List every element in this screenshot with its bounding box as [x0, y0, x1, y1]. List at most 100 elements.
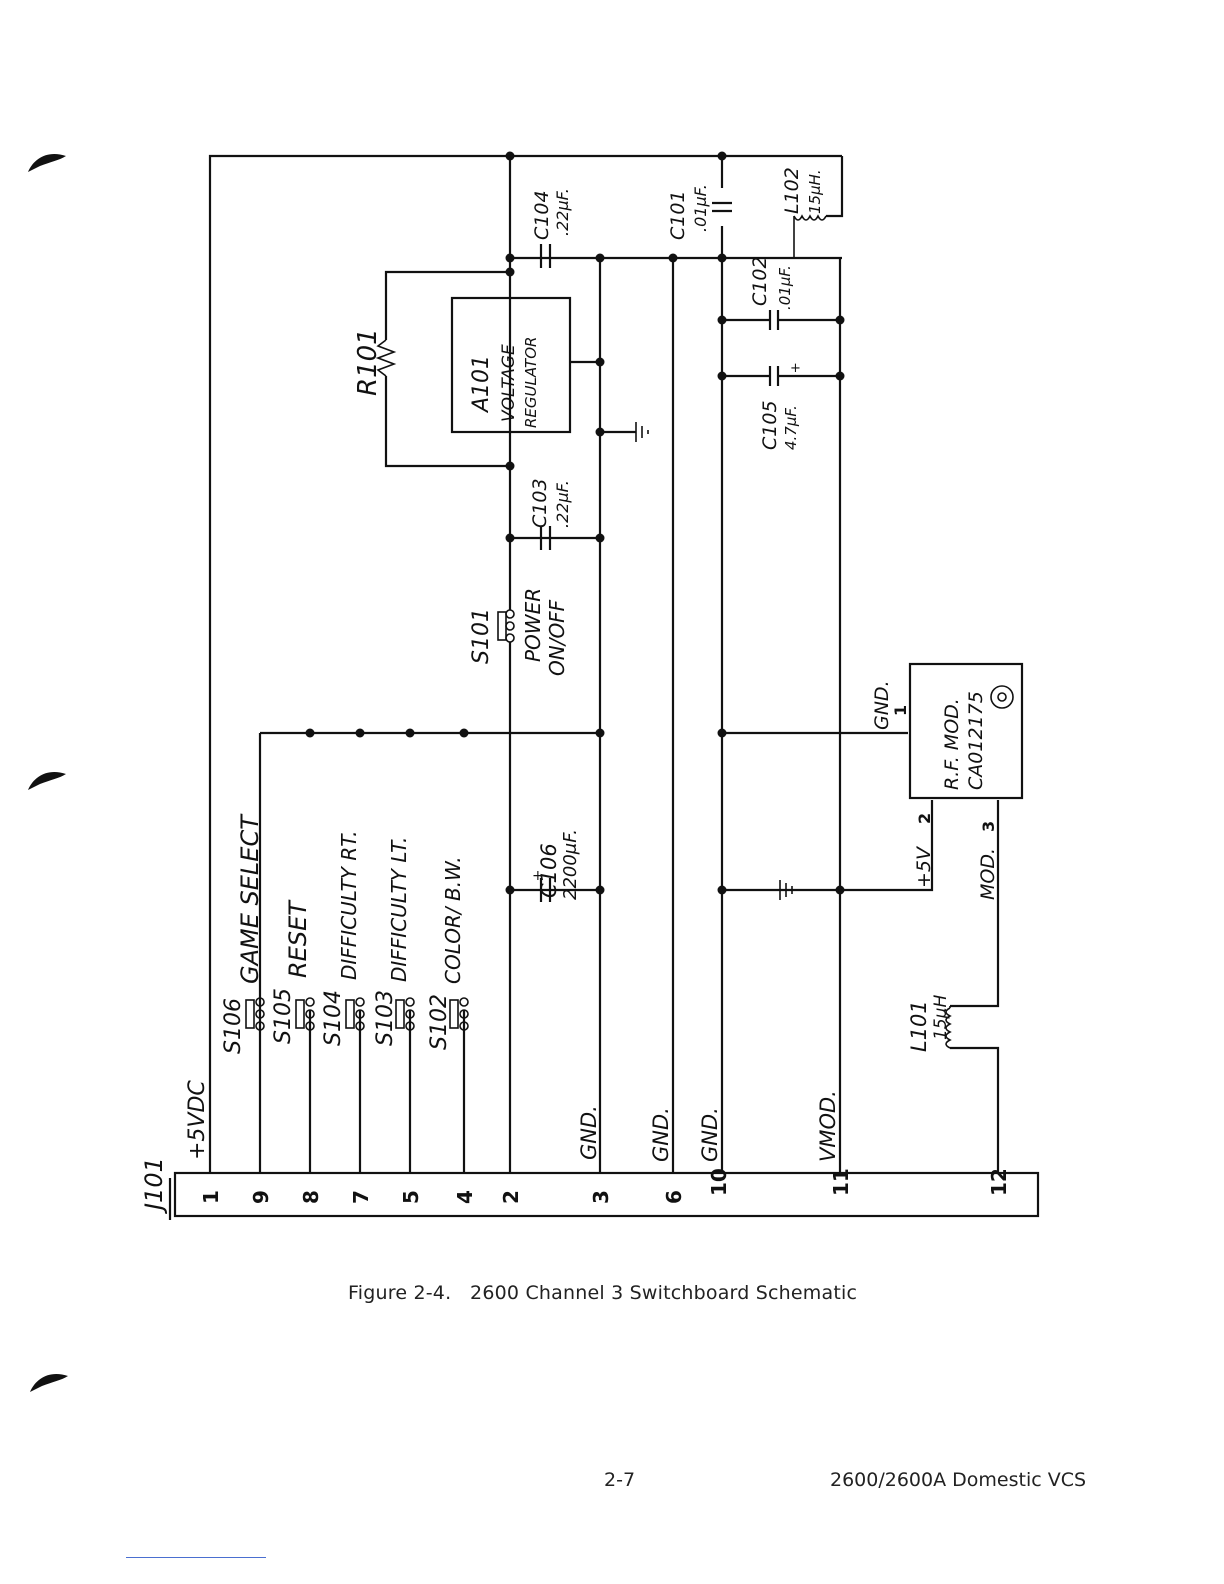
binder-mark-top [28, 153, 66, 172]
junction-dot [595, 885, 605, 895]
rfmod-pin-5v-num: 2 [915, 813, 934, 824]
l102-value: 15μH. [806, 169, 824, 214]
s104-ref: S104 [321, 990, 346, 1046]
c103-ref: C103 [529, 478, 551, 528]
switch-contacts [245, 997, 469, 1031]
switch-contact-terminal [405, 1009, 415, 1019]
switch-contact-terminal [305, 997, 315, 1007]
switch-s102: S102 COLOR/ B.W. [427, 856, 465, 1050]
net-label-5vdc: +5VDC [185, 1080, 210, 1160]
connector-pin-2: 2 [499, 1190, 523, 1204]
a101-ref: A101 [469, 355, 494, 414]
rfmod-line1: R.F. MOD. [941, 698, 963, 790]
c104-ref: C104 [531, 190, 553, 240]
junction-dot [595, 427, 605, 437]
switch-s103: S103 DIFFICULTY LT. [373, 837, 411, 1046]
figure-title: 2600 Channel 3 Switchboard Schematic [470, 1282, 858, 1304]
switch-contact-5 [449, 997, 469, 1031]
switch-contact-terminal [459, 1021, 469, 1031]
junction-dot [717, 253, 727, 263]
r101-label: R101 [353, 328, 383, 396]
junction-dot [595, 533, 605, 543]
junction-dot [505, 533, 515, 543]
ground-symbol-chassis [779, 880, 793, 900]
resistor-r101: R101 [353, 270, 510, 468]
rf-5v-wire [840, 800, 934, 892]
switch-contact-terminal [255, 1021, 265, 1031]
switch-contact-3 [345, 997, 365, 1031]
switch-contact-terminal [405, 997, 415, 1007]
switch-contact-terminal [255, 997, 265, 1007]
rfmod-pin-gnd-num: 1 [891, 705, 910, 716]
a101-line2: REGULATOR [522, 337, 540, 428]
net-label-gnd-6: GND. [649, 1107, 673, 1162]
c106-ref: C106 [537, 843, 561, 898]
capacitor-c104: C104 .22μF. [531, 188, 572, 268]
connector-pin-9: 9 [249, 1190, 273, 1204]
document-title: 2600/2600A Domestic VCS [830, 1469, 1087, 1491]
junction-dot [505, 267, 515, 277]
junction-dot [505, 151, 515, 161]
figure-caption: Figure 2-4. 2600 Channel 3 Switchboard S… [348, 1282, 857, 1304]
s101-label-top: POWER [521, 588, 545, 662]
inductor-l102: L102 15μH. [781, 156, 844, 258]
s102-ref: S102 [427, 994, 452, 1050]
junction-dot [717, 315, 727, 325]
junction-dot [717, 371, 727, 381]
switch-contact-terminal [305, 1021, 315, 1031]
c101-value: .01μF. [691, 184, 710, 232]
s105-label: RESET [284, 899, 312, 978]
l102-ref: L102 [781, 167, 803, 214]
switch-contact-terminal [405, 1021, 415, 1031]
switch-contact-terminal [355, 1009, 365, 1019]
net-label-vmod: VMOD. [816, 1090, 840, 1162]
s104-label: DIFFICULTY RT. [337, 831, 361, 980]
rfmod-line2: CA012175 [965, 691, 987, 790]
page-number: 2-7 [604, 1469, 636, 1491]
junction-dot [717, 151, 727, 161]
switch-contact-1 [245, 997, 265, 1031]
rfmod-pin-5v: +5V [913, 845, 935, 888]
l101-ref: L101 [907, 1000, 931, 1052]
switch-actuator [345, 999, 355, 1029]
c104-value: .22μF. [553, 188, 572, 236]
c106-value: 2200μF. [560, 829, 581, 900]
ground-symbol-regulator [600, 422, 649, 442]
connector-pin-7: 7 [349, 1190, 373, 1204]
c103-value: .22μF. [553, 480, 572, 528]
c105-value: 4.7μF. [782, 405, 800, 450]
switch-contact-terminal [255, 1009, 265, 1019]
connector-pin-1: 1 [199, 1190, 223, 1204]
connector-pin-3: 3 [589, 1190, 613, 1204]
connector-pin-6: 6 [662, 1190, 686, 1204]
junction-dot [505, 461, 515, 471]
junction-dot [505, 253, 515, 263]
switch-contact-terminal [305, 1009, 315, 1019]
switch-actuator [449, 999, 459, 1029]
switch-actuator [395, 999, 405, 1029]
junction-dot [835, 315, 845, 325]
switch-s101: S101 POWER ON/OFF [469, 588, 569, 676]
s106-label: GAME SELECT [236, 813, 264, 984]
capacitor-c106: + C106 2200μF. [532, 829, 581, 902]
junction-dot [505, 885, 515, 895]
rfmod-pin-mod: MOD. [977, 848, 999, 900]
voltage-regulator-a101: A101 VOLTAGE REGULATOR [450, 296, 600, 434]
capacitor-c102: C102 .01μF. [722, 256, 840, 330]
rf-modulator: R.F. MOD. CA012175 GND. 1 +5V 2 MOD. 3 [871, 662, 1024, 900]
capacitor-c105: C105 4.7μF. + [722, 361, 840, 450]
c106-polarity: + [532, 868, 544, 884]
bus-lines [208, 154, 1000, 1173]
c105-polarity: + [790, 361, 801, 376]
junction-dot [668, 253, 678, 263]
inductor-l101: L101 15μH [907, 995, 952, 1052]
net-label-gnd-10: GND. [698, 1107, 722, 1162]
s105-ref: S105 [271, 988, 296, 1044]
s103-ref: S103 [373, 990, 398, 1046]
s101-ref: S101 [469, 608, 494, 664]
switch-contact-terminal [355, 1021, 365, 1031]
binder-mark-middle [28, 771, 66, 790]
s106-ref: S106 [221, 998, 246, 1054]
connector-pin-4: 4 [453, 1190, 477, 1204]
